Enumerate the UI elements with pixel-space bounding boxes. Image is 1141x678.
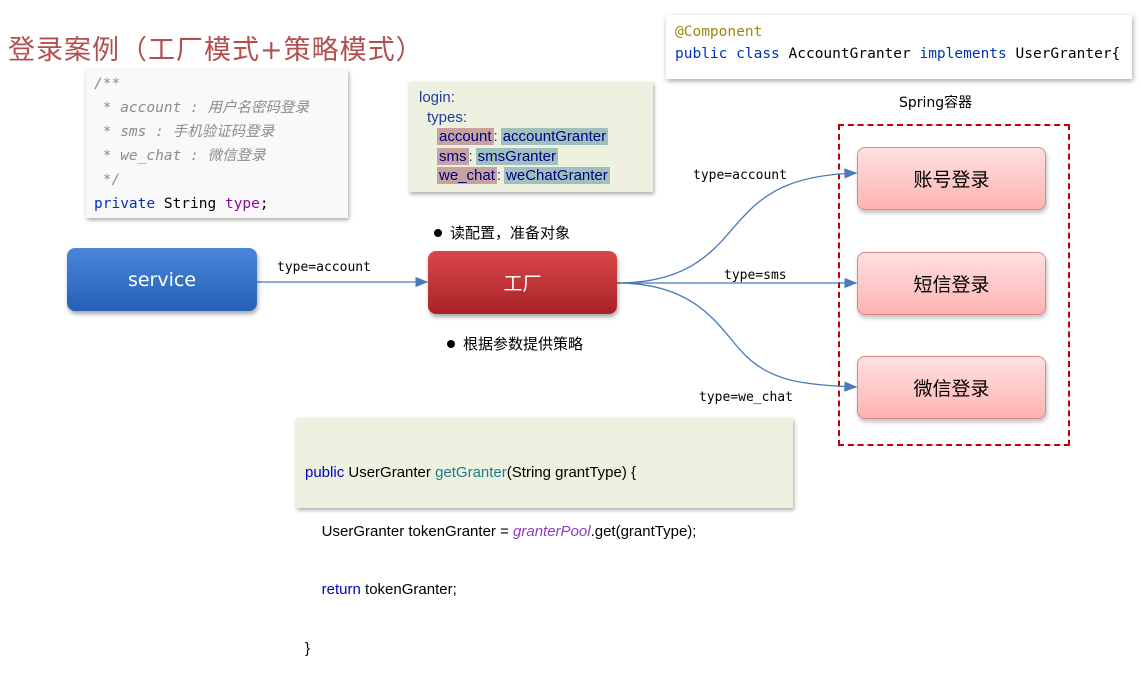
code-snippet-type-field: /** * account : 用户名密码登录 * sms : 手机验证码登录 … xyxy=(86,70,348,218)
comment-line: /** xyxy=(94,76,121,92)
class-name: AccountGranter xyxy=(788,46,911,62)
yaml-entry: we_chat: weChatGranter xyxy=(437,167,610,184)
code-snippet-class-declaration: @Component public class AccountGranter i… xyxy=(666,15,1132,79)
yaml-entry-value: weChatGranter xyxy=(504,167,610,184)
yaml-entry-key: account xyxy=(437,128,494,145)
code-text: tokenGranter; xyxy=(360,581,457,598)
code-text: UserGranter tokenGranter = xyxy=(305,522,514,540)
yaml-types-key: types: xyxy=(427,108,468,126)
comment-line: * account : 用户名密码登录 xyxy=(94,100,309,116)
yaml-entry: account: accountGranter xyxy=(437,128,609,145)
field-declaration: private String type; xyxy=(94,192,348,216)
yaml-entry-key: we_chat xyxy=(437,167,497,184)
yaml-entry-value: accountGranter xyxy=(500,128,609,145)
comment-line: */ xyxy=(94,172,121,188)
strategy-node-account: 账号登录 xyxy=(857,147,1046,210)
edge-label-to-account: type=account xyxy=(693,168,787,183)
arrow-factory-to-account xyxy=(616,168,858,284)
service-node: service xyxy=(67,248,257,311)
bullet-dot-icon xyxy=(434,228,442,237)
class-declaration-line: public class AccountGranter implements U… xyxy=(675,43,1132,65)
strategy-node-sms: 短信登录 xyxy=(857,252,1046,315)
interface-name: UserGranter{ xyxy=(1015,46,1121,62)
type-string: String xyxy=(163,196,217,212)
code-line: public UserGranter getGranter(String gra… xyxy=(305,463,793,483)
field-granter-pool: granterPool xyxy=(513,522,591,540)
semicolon: ; xyxy=(259,196,269,212)
yaml-root-key: login: xyxy=(419,89,455,106)
code-text: .get(grantType); xyxy=(590,522,697,540)
keyword-public: public xyxy=(305,464,345,481)
comment-line: * we_chat : 微信登录 xyxy=(94,148,266,164)
code-text: (String grantType) { xyxy=(506,464,637,481)
page-title: 登录案例（工厂模式+策略模式） xyxy=(8,35,424,66)
arrow-factory-to-wechat xyxy=(616,282,858,392)
edge-label-service-factory: type=account xyxy=(277,260,371,275)
keyword-private: private xyxy=(94,196,156,212)
code-text: UserGranter xyxy=(344,464,436,481)
code-line: UserGranter tokenGranter = granterPool.g… xyxy=(305,522,793,542)
keyword-implements: implements xyxy=(919,46,1007,62)
edge-label-to-sms: type=sms xyxy=(724,268,787,283)
bullet-dot-icon xyxy=(447,339,455,348)
code-line: } xyxy=(305,639,311,657)
factory-node: 工厂 xyxy=(428,251,617,314)
yaml-entry: sms: smsGranter xyxy=(437,147,559,165)
comment-line: * sms : 手机验证码登录 xyxy=(94,124,275,140)
keyword-class: class xyxy=(736,46,780,62)
connector-arrows xyxy=(257,168,858,392)
annotation-component: @Component xyxy=(675,24,763,40)
code-line: return tokenGranter; xyxy=(305,580,793,600)
keyword-public: public xyxy=(675,46,728,62)
spring-container-label: Spring容器 xyxy=(899,95,973,111)
yaml-config-card: login: types: account: accountGranter sm… xyxy=(409,82,653,192)
method-name: getGranter xyxy=(435,464,507,481)
yaml-entry-value: smsGranter xyxy=(475,147,559,165)
yaml-entry-key: sms xyxy=(437,147,469,165)
bullet-read-config: 读配置，准备对象 xyxy=(434,222,570,243)
edge-label-to-wechat: type=we_chat xyxy=(699,390,793,405)
field-name: type xyxy=(224,196,260,212)
bullet-text: 读配置，准备对象 xyxy=(450,224,571,242)
keyword-return: return xyxy=(305,581,361,598)
bullet-provide-strategy: 根据参数提供策略 xyxy=(447,333,583,354)
bullet-text: 根据参数提供策略 xyxy=(463,335,584,353)
strategy-node-wechat: 微信登录 xyxy=(857,356,1046,419)
spring-container xyxy=(838,124,1070,446)
